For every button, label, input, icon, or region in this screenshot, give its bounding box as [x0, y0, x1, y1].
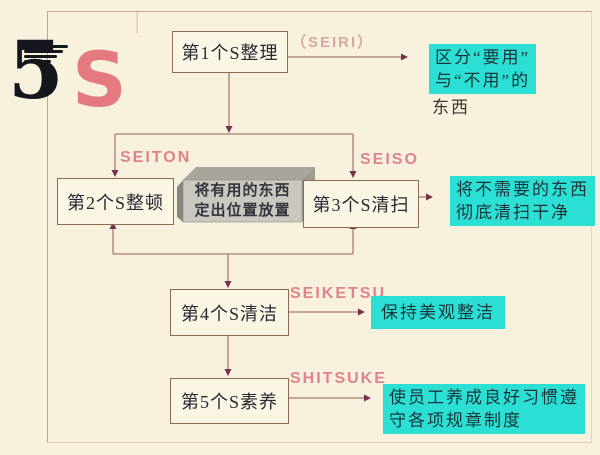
annotation-seiri-plain: 东西 [432, 98, 470, 117]
slab-caption: 将有用的东西 定出位置放置 [183, 180, 302, 222]
node-s3-box: 第3个S清扫 [303, 180, 419, 228]
speed-streak [24, 60, 51, 63]
annotation-seiso-line2: 彻底清扫干净 [456, 203, 570, 222]
node-s2-box: 第2个S整顿 [57, 178, 174, 225]
speed-streak [24, 55, 57, 58]
slab-caption-line2: 定出位置放置 [194, 203, 291, 219]
annotation-seiketsu-line1: 保持美观整洁 [381, 303, 495, 322]
annotation-shitsuke-line2: 守各项规章制度 [389, 411, 522, 430]
annotation-seiketsu: 保持美观整洁 [371, 296, 505, 329]
label-shitsuke: SHITSUKE [290, 370, 387, 387]
label-seiketsu: SEIKETSU [290, 285, 387, 302]
node-s1-box: 第1个S整理 [172, 31, 288, 73]
annotation-seiso: 将不需要的东西 彻底清扫干净 [450, 176, 595, 226]
label-seiso: SEISO [360, 151, 419, 168]
frame-border [47, 11, 592, 443]
label-seiri: （SEIRI） [291, 34, 375, 51]
annotation-seiri: 区分“要用” 与“不用”的 [429, 44, 537, 94]
logo-letter-s: S [72, 35, 127, 124]
speed-streak [24, 50, 63, 53]
annotation-seiso-line1: 将不需要的东西 [456, 180, 589, 199]
logo-number-5: 5 [8, 23, 64, 117]
annotation-shitsuke-line1: 使员工养成良好习惯遵 [389, 388, 579, 407]
node-s4-box: 第4个S清洁 [170, 289, 289, 336]
annotation-shitsuke: 使员工养成良好习惯遵 守各项规章制度 [383, 384, 585, 434]
speed-streak [24, 45, 68, 48]
label-seiton: SEITON [120, 149, 192, 166]
annotation-seiri-line2: 与“不用”的 [435, 71, 531, 90]
node-s5-box: 第5个S素养 [170, 378, 289, 424]
slab-caption-line1: 将有用的东西 [194, 183, 291, 199]
annotation-seiri-line1: 区分“要用” [435, 48, 531, 67]
